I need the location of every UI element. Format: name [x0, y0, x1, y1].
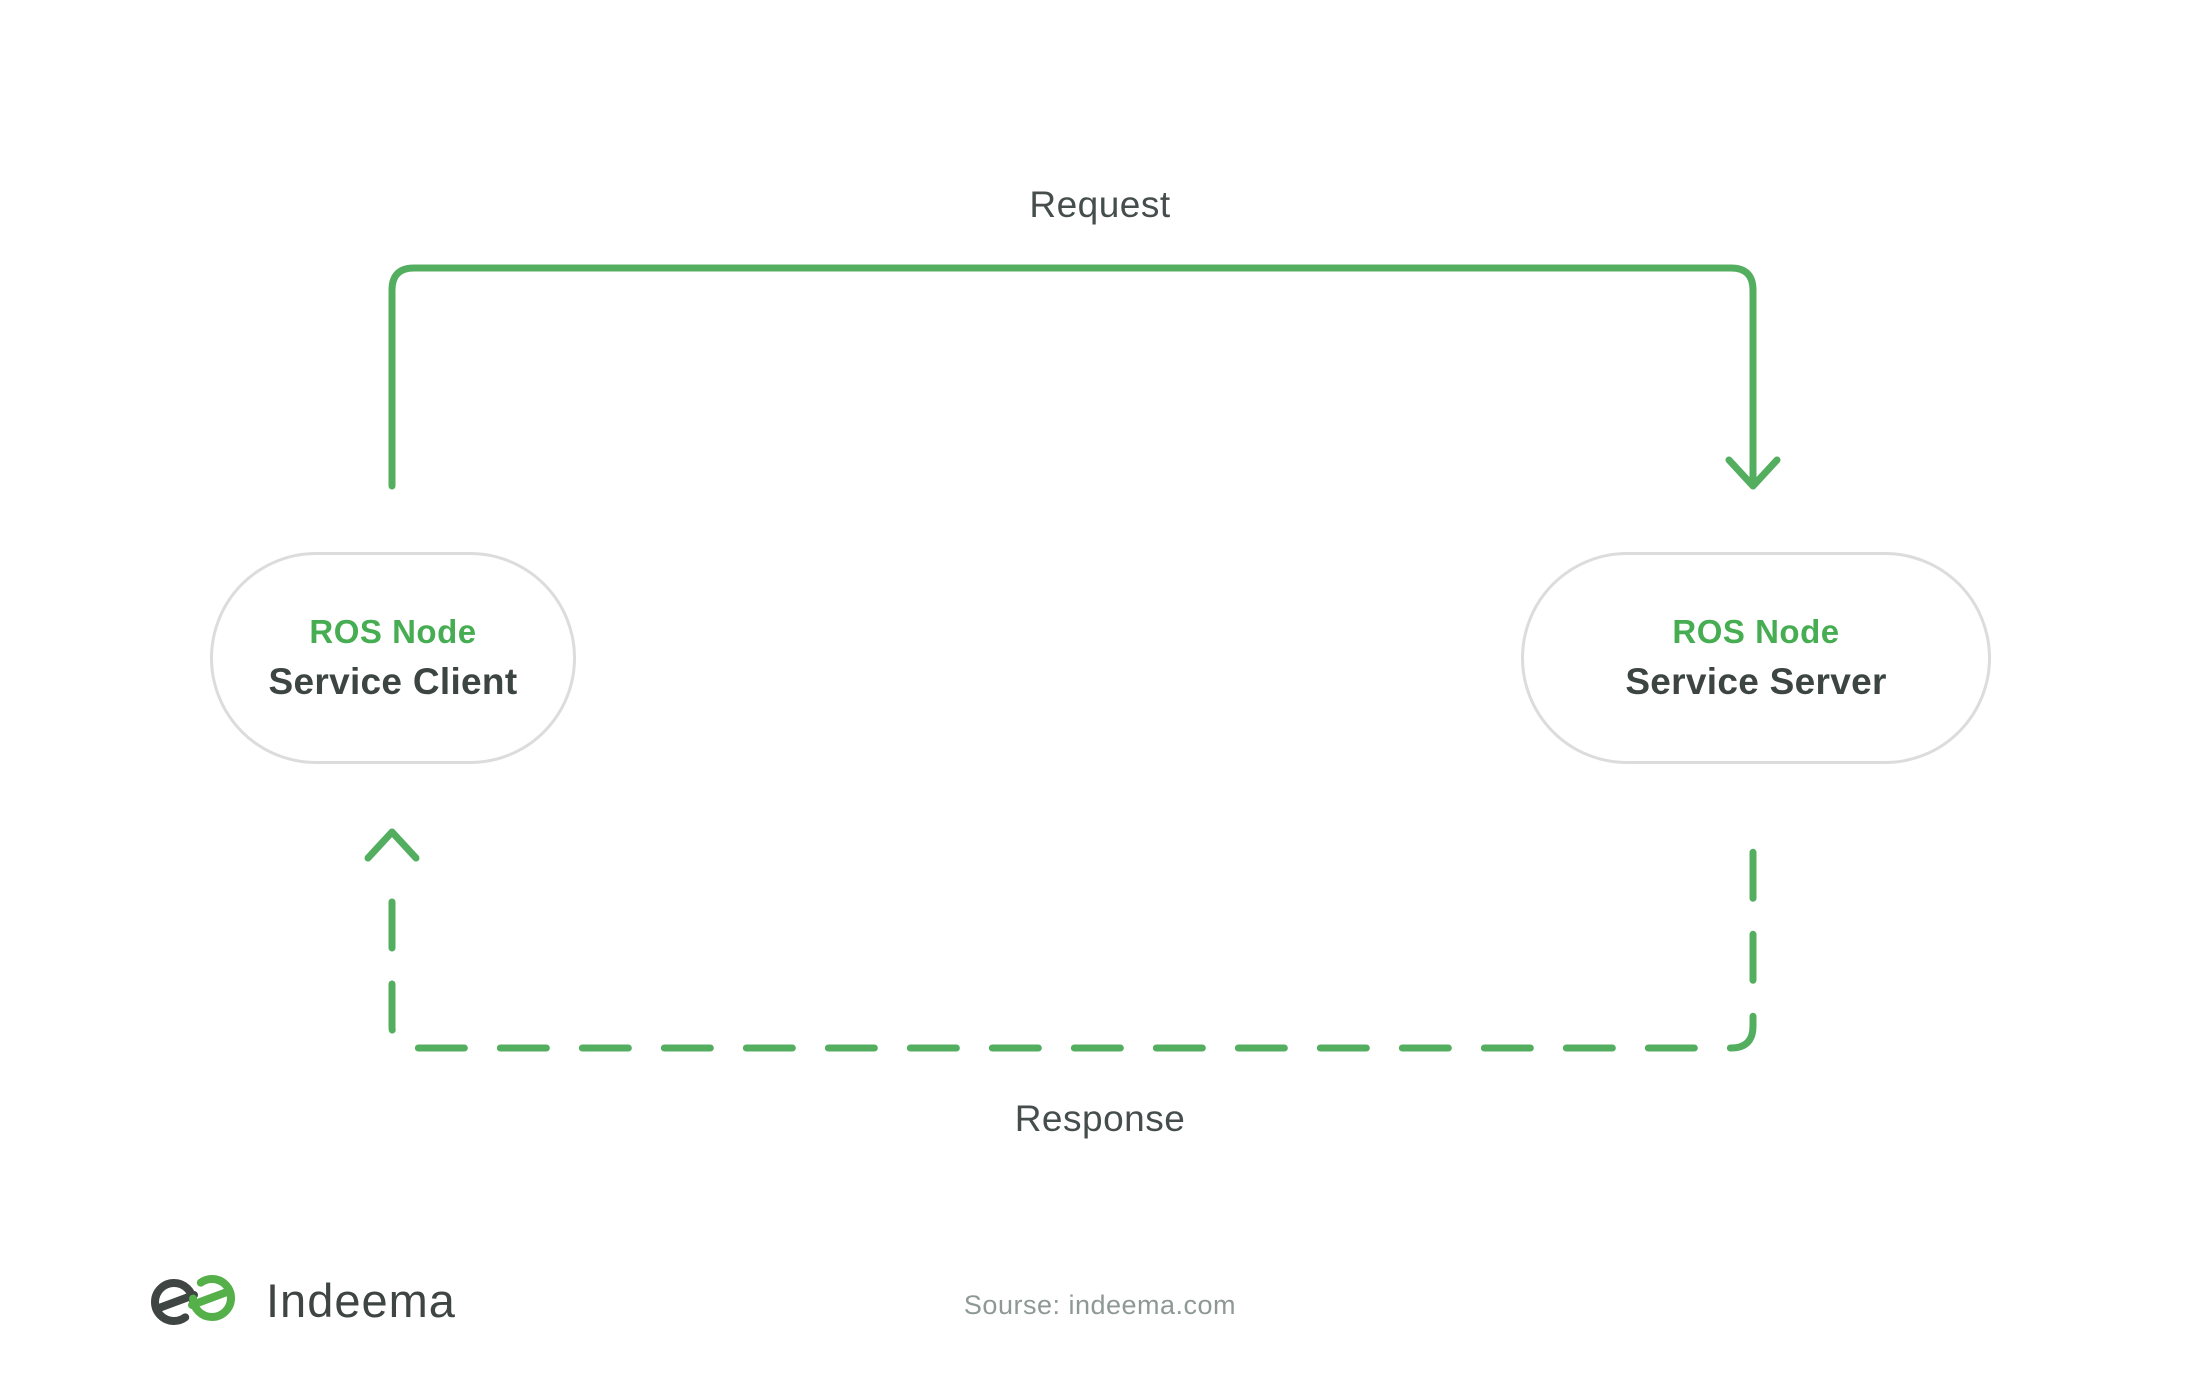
node-subtitle: Service Server: [1625, 661, 1887, 702]
response-arrow: [364, 826, 1757, 1052]
indeema-logo: Indeema: [148, 1272, 456, 1328]
node-service-client: ROS Node Service Client: [210, 552, 576, 764]
indeema-logo-text: Indeema: [266, 1273, 456, 1327]
request-arrow: [388, 264, 1781, 490]
node-title: ROS Node: [1672, 613, 1840, 650]
request-label: Request: [1029, 184, 1171, 225]
source-text: Sourse: indeema.com: [963, 1290, 1237, 1320]
node-subtitle: Service Client: [268, 661, 518, 702]
arrowhead-down-icon: [1725, 456, 1781, 490]
indeema-logo-icon: [151, 1275, 235, 1325]
arrowhead-up-icon: [364, 828, 420, 862]
node-service-server: ROS Node Service Server: [1521, 552, 1991, 764]
response-label: Response: [1014, 1098, 1186, 1139]
node-title: ROS Node: [309, 613, 477, 650]
